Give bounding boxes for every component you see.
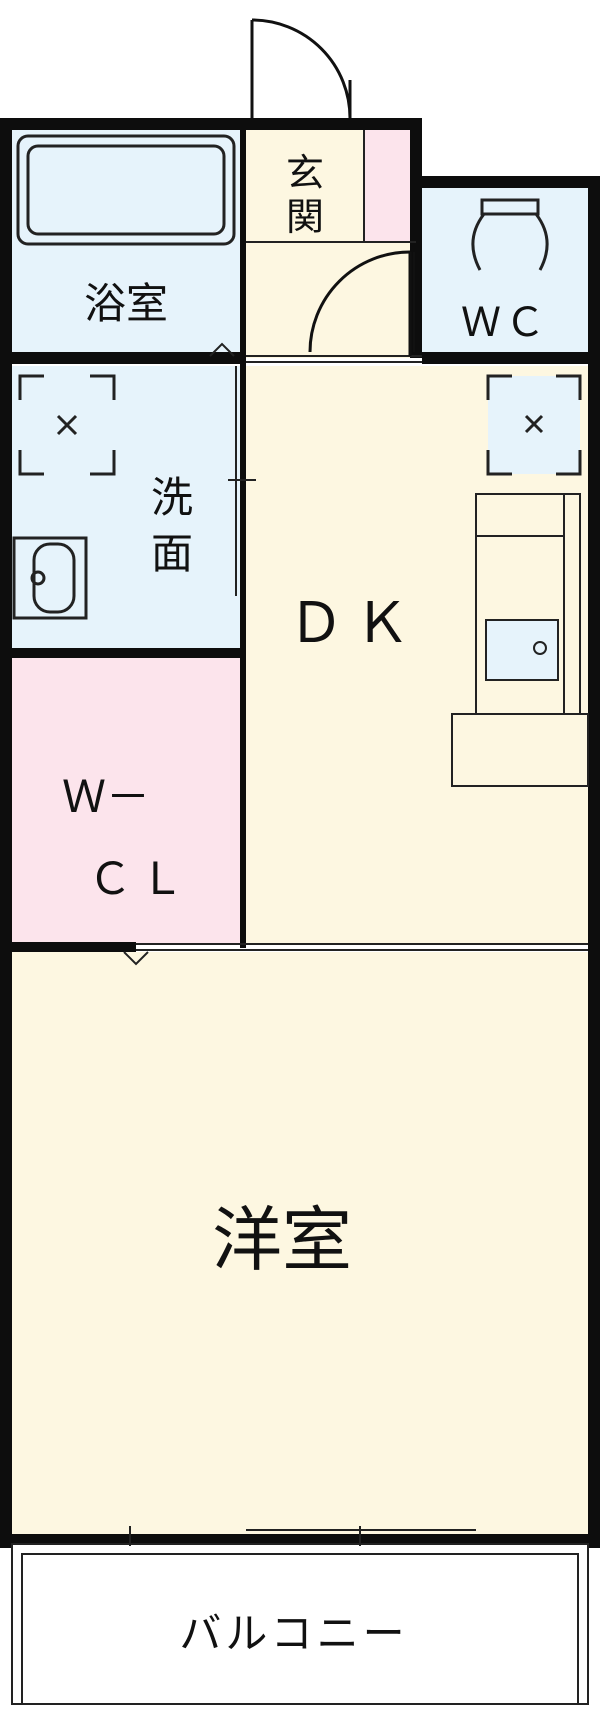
washroom-label-line2: 面 (151, 529, 193, 578)
ventilation-icon (18, 374, 116, 476)
partitions (11, 130, 589, 1705)
bathtub-icon (16, 134, 236, 246)
balcony-label: バルコニー (179, 1609, 408, 1658)
bath-label: 浴室 (84, 279, 168, 328)
wcl-label-line2: ＣＬ (88, 854, 192, 905)
hall-fill (246, 242, 416, 358)
wcl-label-line1: Ｗ－ (62, 772, 150, 823)
ventilation-icon (486, 374, 582, 476)
sink-icon (12, 536, 88, 620)
toilet-icon (471, 198, 549, 271)
entrance-label-line2: 関 (286, 195, 324, 239)
western-room-label: 洋室 (212, 1199, 352, 1281)
balcony-fill (12, 1542, 588, 1702)
washroom-label-line1: 洗 (151, 473, 193, 522)
room-labels: 浴室 玄 関 ＷＣ 洗 面 ＤＫ Ｗ－ ＣＬ 洋室 バルコニー (62, 151, 549, 1658)
dk-label: ＤＫ (288, 591, 420, 656)
entrance-fill (246, 130, 364, 242)
door-swing-icon (250, 18, 415, 356)
room-fills (12, 130, 588, 1702)
wcl-fill (12, 656, 240, 944)
washroom-fill (12, 366, 240, 648)
wc-fill (422, 188, 588, 358)
kitchen-counter-icon (451, 493, 589, 787)
western-room-fill (12, 952, 588, 1534)
walls (0, 118, 600, 1548)
entrance-label-line1: 玄 (286, 151, 324, 195)
entrance-shoe-closet-fill (364, 130, 412, 242)
wc-label: ＷＣ (461, 300, 549, 346)
door-markers (123, 342, 256, 966)
